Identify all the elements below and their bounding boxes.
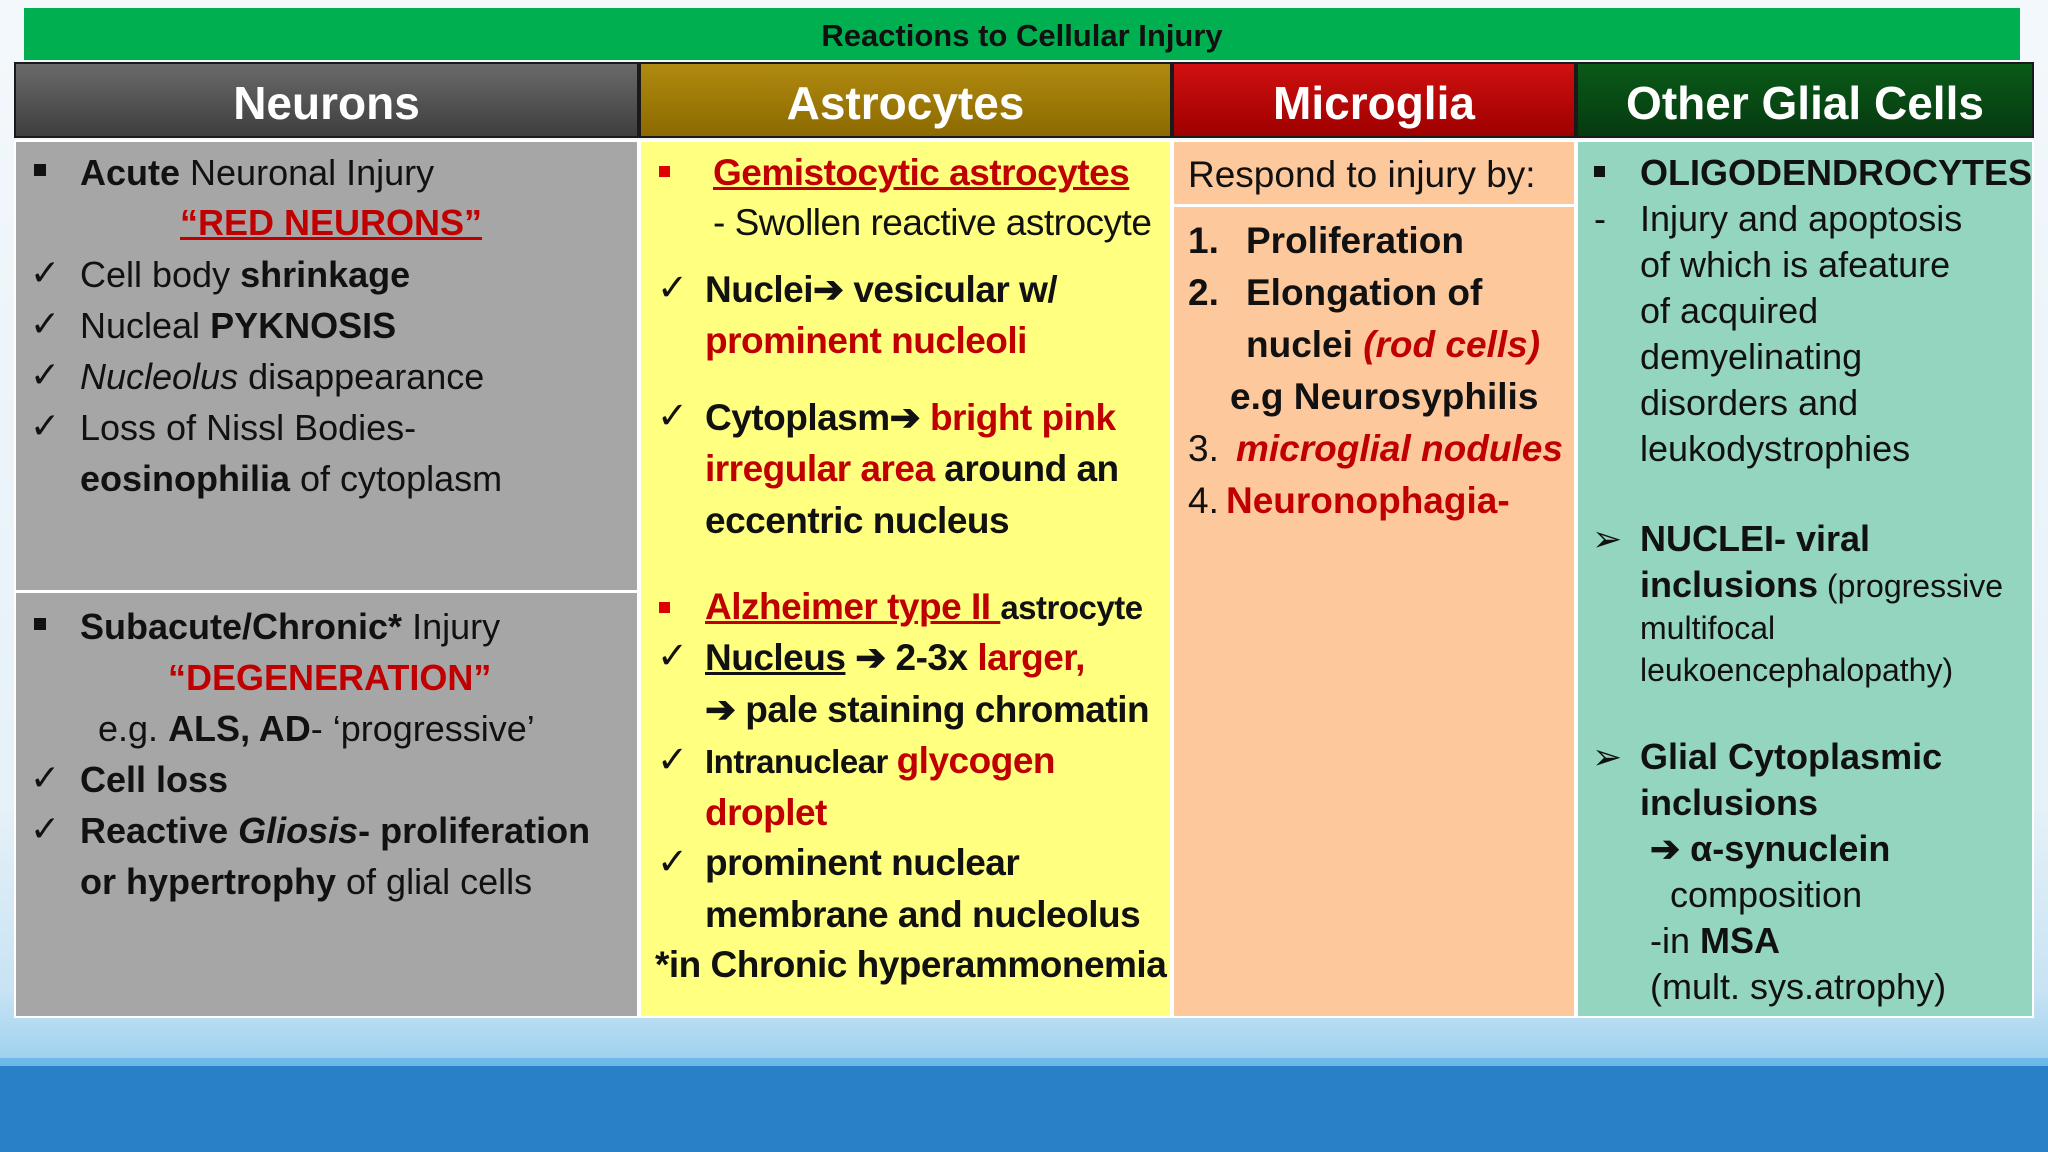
synuclein-line: ➔ α-synuclein: [1650, 828, 1891, 869]
checkmark-icon: ✓: [30, 405, 61, 446]
cytoplasm-line: Cytoplasm➔ bright pink: [705, 397, 1116, 438]
number-2: 2.: [1188, 272, 1219, 313]
neuronophagia-line: Neuronophagia-: [1226, 480, 1510, 521]
nucleus-line: Nucleus ➔ 2-3x larger,: [705, 637, 1085, 678]
membrane-line: membrane and nucleolus: [705, 894, 1141, 935]
composition-line: composition: [1670, 874, 1863, 915]
multiple-system-atrophy-line: (mult. sys.atrophy): [1650, 966, 1947, 1007]
nissl-line: Loss of Nissl Bodies-: [80, 407, 417, 448]
injury-line-1: Injury and apoptosis: [1640, 198, 1963, 239]
other-glial-column: OLIGODENDROCYTES - Injury and apoptosis …: [1576, 140, 2034, 1018]
subacute-injury-line: Subacute/Chronic* Injury: [80, 606, 501, 647]
square-bullet-icon: [34, 164, 46, 176]
inclusions-line: inclusions (progressive: [1640, 564, 2003, 605]
glial-inclusions-line: inclusions: [1640, 782, 1819, 823]
neurons-column: Acute Neuronal Injury “RED NEURONS” ✓ Ce…: [14, 140, 639, 1018]
square-bullet-icon: [659, 166, 670, 177]
injury-line-5: disorders and: [1640, 382, 1859, 423]
checkmark-icon: ✓: [657, 267, 688, 308]
multifocal-line: multifocal: [1640, 610, 1776, 646]
proliferation-line: Proliferation: [1246, 220, 1464, 261]
right-arrow-icon: ➔: [845, 637, 896, 678]
number-4: 4.: [1188, 480, 1219, 521]
title-bar: Reactions to Cellular Injury: [24, 8, 2020, 60]
pyknosis-line: Nucleal PYKNOSIS: [80, 305, 397, 346]
section-divider: [1174, 204, 1574, 207]
hypertrophy-line: or hypertrophy of glial cells: [80, 861, 533, 902]
number-1: 1.: [1188, 220, 1219, 261]
footer-accent-line: [0, 1058, 2048, 1066]
square-bullet-icon: [34, 618, 46, 630]
msa-line: -in MSA: [1650, 920, 1781, 961]
square-bullet-icon: [1594, 166, 1605, 177]
nuclei-viral-line: NUCLEI- viral: [1640, 518, 1871, 559]
checkmark-icon: ✓: [657, 635, 688, 676]
checkmark-icon: ✓: [30, 757, 61, 798]
elongation-line: Elongation of: [1246, 272, 1483, 313]
shrinkage-line: Cell body shrinkage: [80, 254, 411, 295]
nuclei-line: Nuclei➔ vesicular w/: [705, 269, 1058, 310]
prominent-nucleoli-line: prominent nucleoli: [705, 320, 1027, 361]
dash-bullet: -: [1594, 198, 1606, 239]
chronic-hyperammonemia-line: *in Chronic hyperammonemia: [655, 944, 1167, 985]
checkmark-icon: ✓: [30, 303, 61, 344]
section-divider: [16, 590, 637, 593]
respond-line: Respond to injury by:: [1188, 154, 1536, 195]
number-3: 3.: [1188, 428, 1219, 469]
oligodendrocytes-label: OLIGODENDROCYTES: [1640, 152, 2033, 193]
checkmark-icon: ✓: [30, 354, 61, 395]
acute-injury-line: Acute Neuronal Injury: [80, 152, 435, 193]
square-bullet-icon: [659, 602, 670, 613]
rod-cells-line: nuclei (rod cells): [1246, 324, 1541, 365]
alzheimer-line: Alzheimer type II astrocyte: [705, 586, 1143, 627]
pale-chromatin-line: ➔ pale staining chromatin: [705, 689, 1150, 730]
header-other-glial-cells: Other Glial Cells: [1576, 62, 2034, 138]
nucleolus-line: Nucleolus disappearance: [80, 356, 485, 397]
intranuclear-line: Intranuclear glycogen: [705, 740, 1056, 781]
astrocytes-column: Gemistocytic astrocytes - Swollen reacti…: [639, 140, 1172, 1018]
checkmark-icon: ✓: [657, 395, 688, 436]
microglia-column: Respond to injury by: 1. Proliferation 2…: [1172, 140, 1576, 1018]
injury-line-3: of acquired: [1640, 290, 1819, 331]
eccentric-line: eccentric nucleus: [705, 500, 1010, 541]
injury-line-2: of which is afeature: [1640, 244, 1951, 285]
injury-line-4: demyelinating: [1640, 336, 1863, 377]
gliosis-line: Reactive Gliosis- proliferation: [80, 810, 591, 851]
arrowhead-bullet-icon: ➢: [1592, 736, 1623, 777]
swollen-line: - Swollen reactive astrocyte: [713, 202, 1152, 243]
microglial-nodules-line: microglial nodules: [1236, 428, 1563, 469]
header-neurons: Neurons: [14, 62, 639, 138]
gemistocytic-label: Gemistocytic astrocytes: [713, 152, 1130, 193]
checkmark-icon: ✓: [30, 808, 61, 849]
degeneration-label: “DEGENERATION”: [168, 657, 492, 698]
prominent-nuclear-line: prominent nuclear: [705, 842, 1020, 883]
right-arrow-icon: ➔: [705, 689, 746, 730]
header-microglia: Microglia: [1172, 62, 1576, 138]
droplet-line: droplet: [705, 792, 827, 833]
neurosyphilis-line: e.g Neurosyphilis: [1230, 376, 1539, 417]
checkmark-icon: ✓: [657, 739, 688, 780]
glial-cytoplasmic-line: Glial Cytoplasmic: [1640, 736, 1943, 777]
cell-loss-line: Cell loss: [80, 759, 229, 800]
irregular-area-line: irregular area around an: [705, 448, 1119, 489]
footer-band: [0, 1066, 2048, 1152]
right-arrow-icon: ➔: [889, 397, 930, 438]
eosinophilia-line: eosinophilia of cytoplasm: [80, 458, 503, 499]
header-astrocytes: Astrocytes: [639, 62, 1172, 138]
red-neurons-label: “RED NEURONS”: [180, 202, 483, 243]
right-arrow-icon: ➔: [1650, 828, 1691, 869]
checkmark-icon: ✓: [657, 841, 688, 882]
right-arrow-icon: ➔: [813, 269, 854, 310]
injury-line-6: leukodystrophies: [1640, 428, 1911, 469]
examples-line: e.g. ALS, AD- ‘progressive’: [98, 708, 535, 749]
leukoencephalopathy-line: leukoencephalopathy): [1640, 652, 1954, 688]
slide-title: Reactions to Cellular Injury: [821, 18, 1223, 53]
arrowhead-bullet-icon: ➢: [1592, 518, 1623, 559]
checkmark-icon: ✓: [30, 252, 61, 293]
